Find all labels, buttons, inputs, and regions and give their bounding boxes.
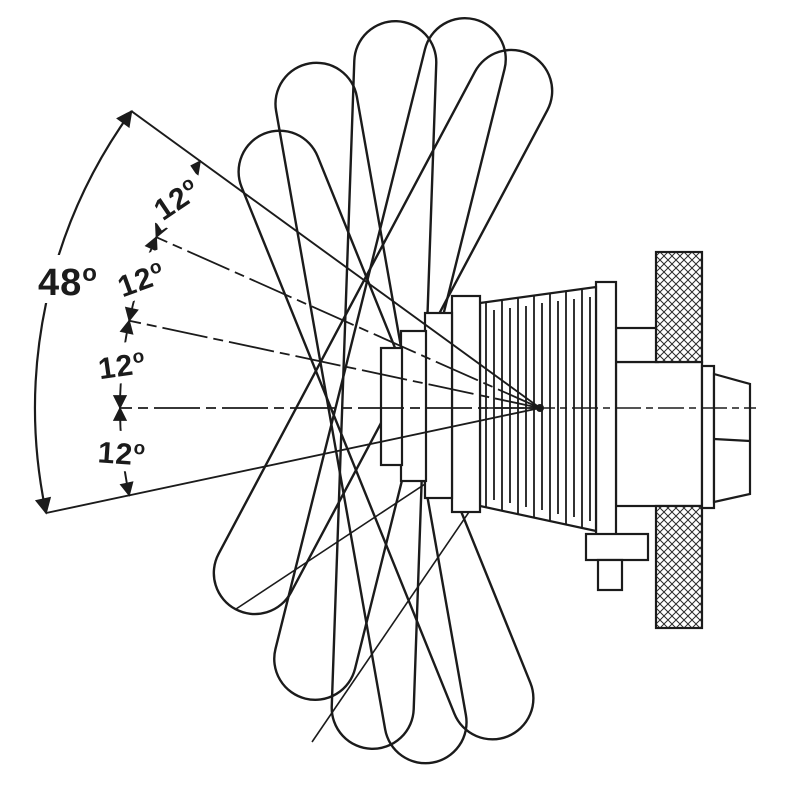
lock-collar xyxy=(594,280,618,540)
pivot-point xyxy=(536,404,544,412)
segment-label-group-4: 12o xyxy=(90,428,154,474)
segment-angle-unit: o xyxy=(131,346,146,369)
angle-ray-2 xyxy=(155,236,541,409)
segment-label-group-3: 12o xyxy=(89,339,155,387)
segment-angle-label-3: 12o xyxy=(96,346,148,386)
total-angle-unit: o xyxy=(82,260,98,287)
angle-ray-1 xyxy=(130,110,541,409)
label-mask xyxy=(90,428,154,474)
rear-housing xyxy=(712,372,752,504)
segment-angle-label-4: 12o xyxy=(97,435,147,472)
angle-labels: 48o 12o 12o 12o xyxy=(38,163,212,474)
label-mask xyxy=(40,255,102,303)
front-ring-1 xyxy=(450,294,482,514)
segment-angle-unit: o xyxy=(133,438,147,460)
segment-label-group-1: 12o xyxy=(139,163,212,231)
rear-housing-seam xyxy=(713,437,751,443)
label-mask xyxy=(89,339,155,387)
label-mask xyxy=(139,163,212,231)
label-mask xyxy=(105,248,176,307)
device-top-step xyxy=(614,326,660,364)
bottom-bracket xyxy=(584,532,650,562)
device-barrel xyxy=(614,360,704,508)
total-angle-value: 48 xyxy=(38,262,82,304)
segment-angle-value: 12 xyxy=(97,436,135,471)
total-angle-label: 48o xyxy=(38,260,98,304)
segment-label-group-2: 12o xyxy=(105,248,176,307)
total-angle-arc xyxy=(33,109,133,515)
front-ring-3 xyxy=(399,329,428,483)
rear-flange xyxy=(700,364,716,510)
transducer-device xyxy=(379,250,756,630)
total-angle-label-group: 48o xyxy=(38,255,102,304)
wall-section-bottom xyxy=(654,504,704,630)
wall-section-top xyxy=(654,250,704,364)
angle-ray-3 xyxy=(129,319,541,409)
segment-angle-value: 12 xyxy=(96,349,136,387)
front-ring-4 xyxy=(379,346,404,467)
bottom-bracket-tab xyxy=(596,558,624,592)
